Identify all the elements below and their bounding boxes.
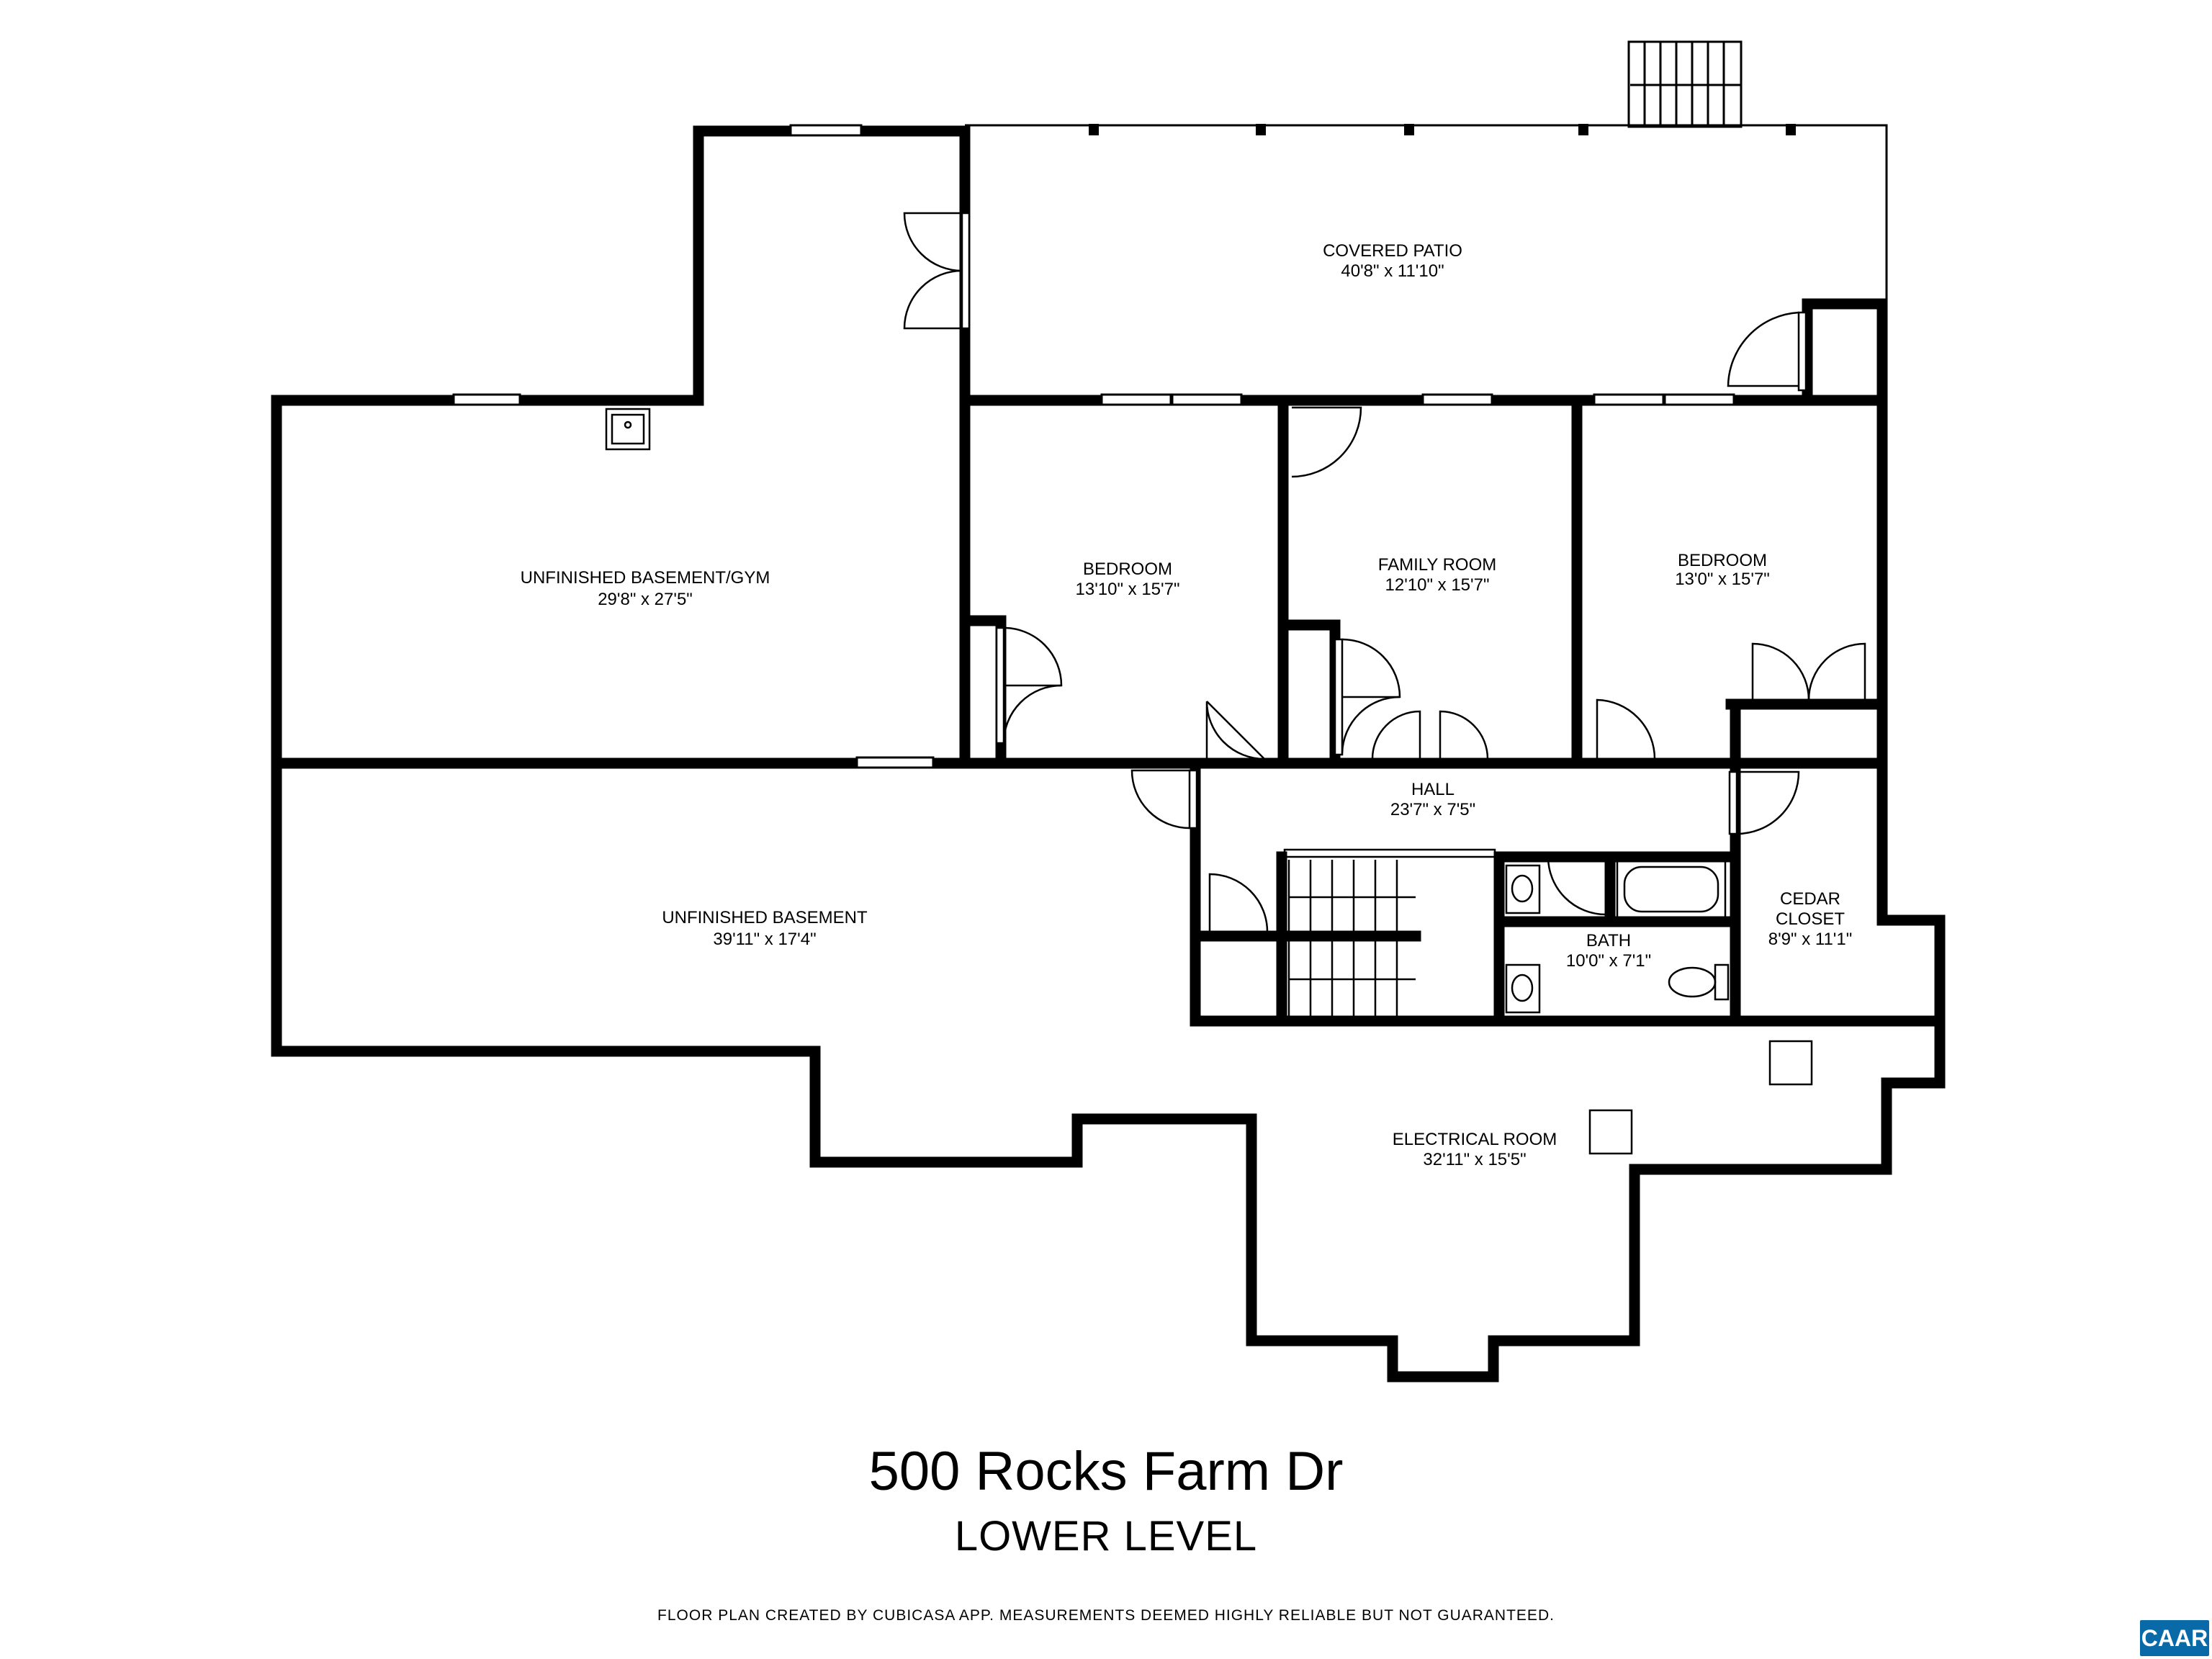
bedroom1-size: 13'10" x 15'7" — [1076, 580, 1180, 599]
disclaimer-text: FLOOR PLAN CREATED BY CUBICASA APP. MEAS… — [657, 1607, 1555, 1624]
bedroom2-size: 13'0" x 15'7" — [1675, 570, 1770, 589]
gym-size: 29'8" x 27'5" — [598, 590, 693, 609]
gym-name: UNFINISHED BASEMENT/GYM — [521, 568, 770, 588]
unfinished-basement-size: 39'11" x 17'4" — [713, 930, 816, 949]
level-subtitle: LOWER LEVEL — [954, 1513, 1258, 1560]
interior-stair — [1283, 848, 1496, 1017]
patio-posts — [1089, 124, 1796, 135]
family-room-size: 12'10" x 15'7" — [1385, 575, 1490, 595]
bedroom2-name: BEDROOM — [1678, 551, 1767, 570]
windows — [452, 124, 1735, 769]
covered-patio-size: 40'8" x 11'10" — [1341, 261, 1444, 281]
bedroom1-name: BEDROOM — [1083, 559, 1172, 579]
address-title: 500 Rocks Farm Dr — [868, 1441, 1344, 1502]
hall-size: 23'7" x 7'5" — [1390, 800, 1475, 819]
cedar-closet-size: 8'9" x 11'1" — [1768, 930, 1853, 949]
walls — [271, 125, 1946, 1382]
cedar-closet-name-line1: CEDAR — [1780, 889, 1840, 909]
caar-logo: CAAR — [2140, 1620, 2209, 1656]
bath-size: 10'0" x 7'1" — [1566, 951, 1651, 971]
hall-name: HALL — [1411, 780, 1455, 799]
fixtures — [605, 408, 1813, 1155]
family-room-name: FAMILY ROOM — [1378, 555, 1496, 575]
unfinished-basement-name: UNFINISHED BASEMENT — [662, 908, 868, 927]
electrical-room-size: 32'11" x 15'5" — [1423, 1150, 1526, 1169]
bath-fixtures — [1505, 860, 1730, 1014]
doors — [903, 212, 1866, 932]
exterior-stairs — [1627, 40, 1743, 128]
covered-patio-name: COVERED PATIO — [1323, 241, 1462, 261]
cedar-closet-name-line2: CLOSET — [1776, 909, 1845, 929]
electrical-room-name: ELECTRICAL ROOM — [1393, 1130, 1557, 1149]
bath-name: BATH — [1586, 931, 1631, 950]
covered-patio-outline — [965, 124, 1888, 304]
